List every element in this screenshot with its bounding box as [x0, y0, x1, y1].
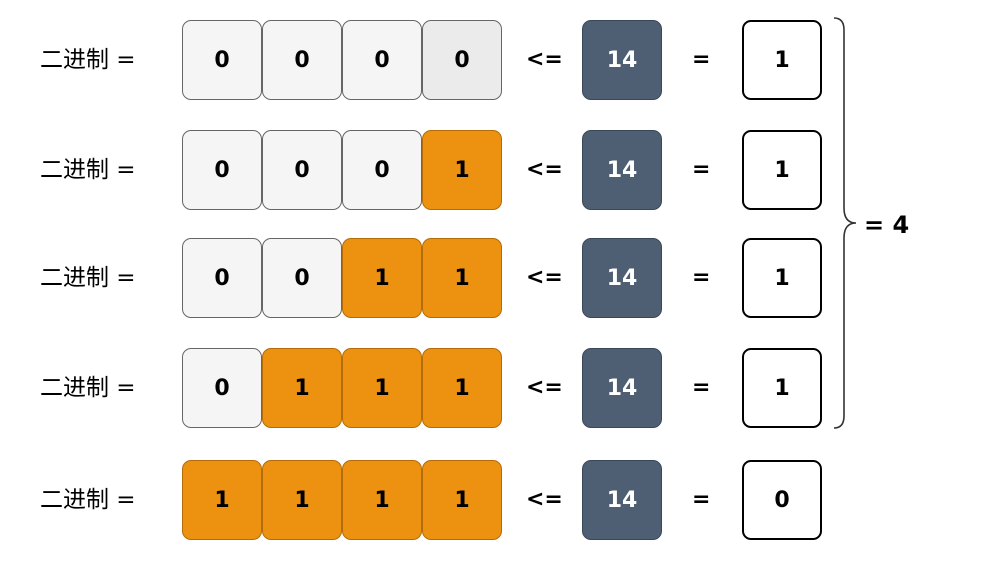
less-equal-operator: <= [526, 375, 563, 400]
equals-operator: = [692, 157, 711, 182]
binary-label: 二进制 = [40, 375, 136, 401]
bit-cell: 0 [422, 20, 502, 100]
bit-cell: 0 [182, 238, 262, 318]
bit-cell: 1 [262, 348, 342, 428]
result-box: 1 [742, 348, 822, 428]
less-equal-operator: <= [526, 487, 563, 512]
bit-cell: 0 [182, 130, 262, 210]
bit-cell: 0 [342, 20, 422, 100]
bit-cell: 1 [422, 460, 502, 540]
result-box: 1 [742, 130, 822, 210]
bit-cell: 1 [342, 348, 422, 428]
sum-label: = 4 [864, 211, 910, 239]
compare-number-box: 14 [582, 460, 662, 540]
bit-cell: 1 [342, 238, 422, 318]
bit-cell: 1 [422, 238, 502, 318]
result-box: 1 [742, 238, 822, 318]
binary-label: 二进制 = [40, 47, 136, 73]
bit-cell: 0 [262, 130, 342, 210]
less-equal-operator: <= [526, 157, 563, 182]
equals-operator: = [692, 375, 711, 400]
bit-cell: 1 [182, 460, 262, 540]
bit-cell: 1 [422, 130, 502, 210]
less-equal-operator: <= [526, 265, 563, 290]
result-box: 0 [742, 460, 822, 540]
compare-number-box: 14 [582, 348, 662, 428]
result-box: 1 [742, 20, 822, 100]
binary-label: 二进制 = [40, 157, 136, 183]
bit-cell: 1 [422, 348, 502, 428]
equals-operator: = [692, 487, 711, 512]
binary-label: 二进制 = [40, 265, 136, 291]
bit-cell: 0 [262, 20, 342, 100]
compare-number-box: 14 [582, 238, 662, 318]
curly-brace-icon [833, 17, 857, 429]
bit-cell: 1 [342, 460, 422, 540]
bit-cell: 1 [262, 460, 342, 540]
bit-cell: 0 [262, 238, 342, 318]
compare-number-box: 14 [582, 130, 662, 210]
binary-label: 二进制 = [40, 487, 136, 513]
compare-number-box: 14 [582, 20, 662, 100]
less-equal-operator: <= [526, 47, 563, 72]
bit-cell: 0 [342, 130, 422, 210]
equals-operator: = [692, 47, 711, 72]
bit-cell: 0 [182, 20, 262, 100]
bit-cell: 0 [182, 348, 262, 428]
equals-operator: = [692, 265, 711, 290]
